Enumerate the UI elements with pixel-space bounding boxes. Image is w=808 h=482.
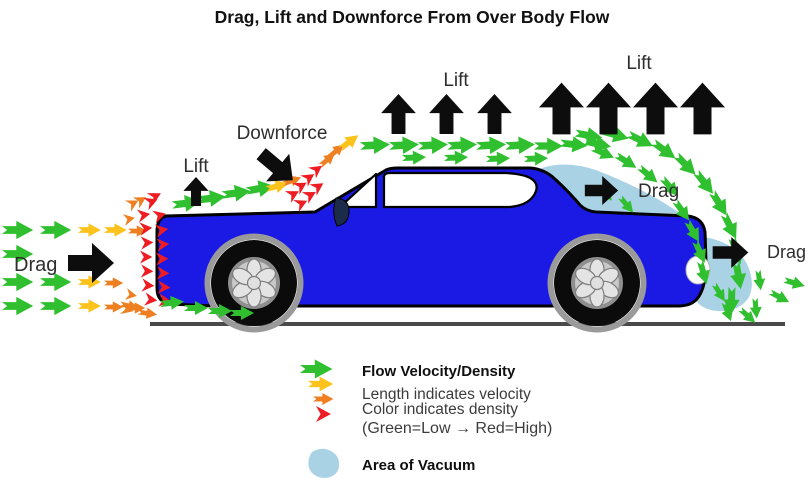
rear-wheel [547, 233, 647, 333]
car [155, 166, 711, 333]
flow-arrow [612, 149, 641, 174]
flow-arrow [443, 150, 469, 165]
legend-orange-arrow-icon [313, 393, 334, 405]
lift-force-arrow-roof [429, 94, 464, 134]
flow-arrow [767, 286, 793, 308]
legend-green-arrow-icon [300, 359, 333, 379]
legend-flow-line3: (Green=Low → Red=High) [362, 420, 552, 437]
flow-arrow [40, 296, 72, 316]
flow-arrow [136, 207, 152, 223]
drag-front-label: Drag [14, 254, 57, 276]
downforce-label: Downforce [237, 123, 328, 144]
flow-arrow [141, 278, 155, 293]
flow-arrow [140, 235, 154, 250]
flow-arrow [144, 292, 159, 308]
lift-force-arrow-rear [539, 82, 584, 135]
lift-force-arrow-rear [680, 82, 725, 135]
flow-arrow [475, 135, 507, 155]
flow-arrow [2, 296, 34, 316]
flow-arrow [140, 264, 154, 279]
windshield [338, 172, 378, 209]
lift-force-arrow-roof [381, 94, 416, 134]
flow-arrow [648, 135, 681, 165]
flow-arrow [523, 151, 549, 166]
drag-rear-label: Drag [767, 242, 806, 262]
flow-arrow [504, 135, 536, 155]
legend: Flow Velocity/Density Length indicates v… [300, 359, 552, 478]
lift-force-arrow-roof [477, 94, 512, 134]
flow-arrow [104, 277, 124, 289]
flow-arrow [78, 299, 101, 313]
flow-arrow [124, 288, 138, 302]
legend-vacuum-swatch-icon [308, 448, 340, 478]
flow-arrow [104, 223, 127, 237]
legend-flow-title: Flow Velocity/Density [362, 363, 516, 380]
lift-rear-label: Lift [626, 53, 652, 74]
flow-arrow [359, 135, 391, 155]
flow-arrow [485, 151, 511, 166]
legend-flow-line1: Length indicates velocity [362, 386, 531, 403]
flow-arrow [2, 220, 34, 240]
side-mirror [333, 197, 350, 227]
force-annotations: Drag Lift Downforce Lift Lift Drag Drag [14, 53, 806, 283]
page-title: Drag, Lift and Downforce From Over Body … [215, 7, 610, 27]
flow-arrow [220, 182, 252, 204]
flow-arrow [40, 220, 72, 240]
wheel-arch [204, 233, 304, 333]
drag-wake-label: Drag [638, 181, 679, 202]
flow-arrow [293, 194, 311, 213]
roof-flow-arrows [359, 133, 613, 166]
flow-arrow [705, 187, 734, 220]
legend-red-arrow-icon [316, 405, 331, 423]
legend-flow-line2: Color indicates density [362, 401, 518, 418]
side-window [382, 171, 538, 209]
flow-arrow [716, 210, 744, 243]
legend-yellow-arrow-icon [308, 376, 334, 392]
flow-arrow [78, 223, 101, 237]
front-wheel [204, 233, 304, 333]
flow-arrow [140, 250, 153, 264]
lift-roof-label: Lift [443, 70, 469, 91]
lift-force-arrow-rear [586, 82, 631, 135]
flow-arrow [752, 269, 767, 292]
flow-arrow [782, 273, 807, 293]
flow-arrow [104, 301, 124, 313]
wheel-arch [547, 233, 647, 333]
lift-force-arrow-rear [633, 82, 678, 135]
legend-vacuum-title: Area of Vacuum [362, 457, 475, 474]
flow-arrow [446, 135, 478, 155]
lift-hood-label: Lift [183, 156, 209, 177]
flow-arrow [122, 211, 137, 226]
flow-arrow [534, 137, 563, 155]
flow-arrow [417, 135, 449, 155]
